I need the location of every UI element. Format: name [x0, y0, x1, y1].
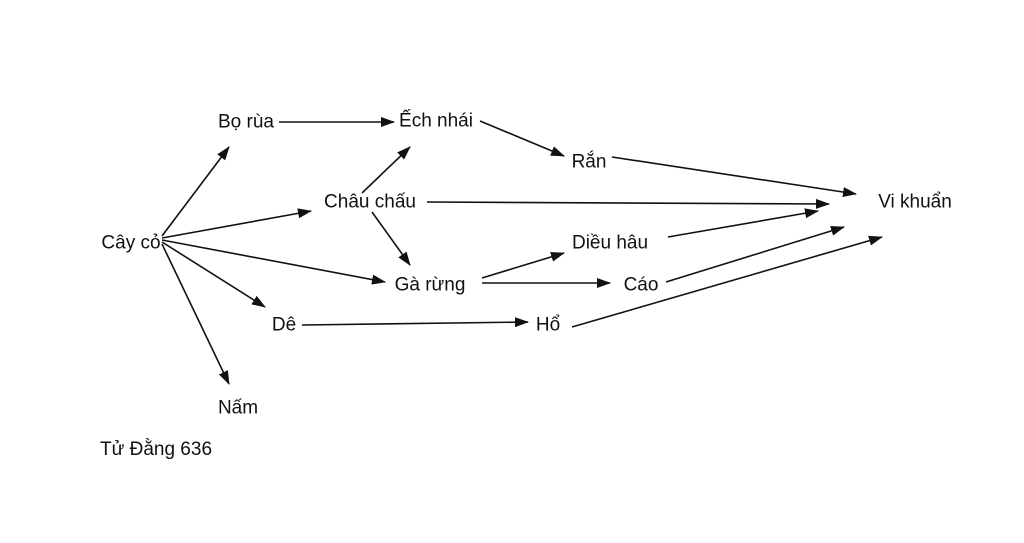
arrow-de-to-ho: [301, 317, 529, 328]
node-chau-chau: Châu chấu: [324, 191, 416, 213]
node-ga-rung: Gà rừng: [394, 274, 466, 296]
node-de: Dê: [271, 314, 297, 336]
arrow-ran-to-vi-khuan: [611, 156, 857, 197]
arrow-ga-rung-to-dieu-hau: [481, 252, 565, 279]
node-ran: Rắn: [571, 151, 607, 173]
node-nam: Nấm: [217, 397, 259, 419]
arrow-cay-co-to-de: [161, 241, 266, 308]
node-dieu-hau: Diều hâu: [571, 232, 649, 254]
node-ho: Hổ: [535, 314, 561, 336]
arrow-cay-co-to-ga-rung: [161, 239, 386, 285]
node-cao: Cáo: [623, 274, 659, 296]
arrow-chau-chau-to-vi-khuan: [426, 198, 830, 209]
node-vi-khuan: Vi khuẩn: [878, 191, 952, 213]
arrow-chau-chau-to-ga-rung: [371, 211, 411, 266]
arrow-ech-nhai-to-ran: [479, 120, 565, 157]
arrow-chau-chau-to-ech-nhai: [361, 146, 411, 194]
node-cay-co: Cây cỏ: [101, 232, 161, 254]
node-bo-rua: Bọ rùa: [218, 111, 274, 133]
arrow-cao-to-vi-khuan: [665, 226, 845, 283]
arrow-cay-co-to-bo-rua: [161, 146, 230, 237]
arrow-ho-to-vi-khuan: [571, 235, 883, 328]
arrow-dieu-hau-to-vi-khuan: [667, 208, 819, 238]
arrow-cay-co-to-nam: [161, 243, 230, 385]
arrow-cay-co-to-chau-chau: [161, 208, 312, 239]
caption-author: Tử Đằng 636: [100, 439, 213, 460]
node-ech-nhai: Ếch nhái: [399, 110, 473, 132]
